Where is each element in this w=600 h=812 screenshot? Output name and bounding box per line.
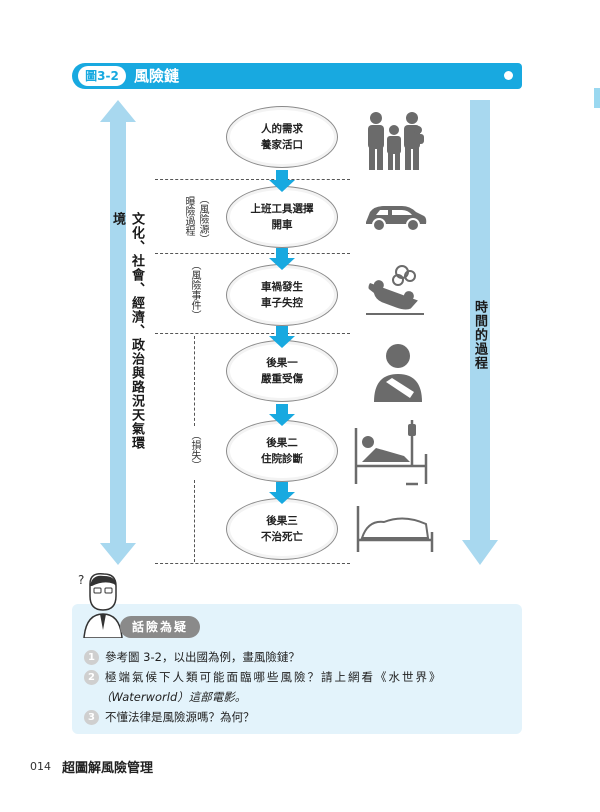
chain-node-3: 車禍發生 車子失控 [226, 264, 338, 326]
guide-line-4 [155, 563, 350, 564]
chain-node-4: 後果一 嚴重受傷 [226, 340, 338, 402]
node-line-2: 車子失控 [261, 297, 303, 309]
chain-node-2: 上班工具選擇 開車 [226, 186, 338, 248]
chain-arrow-3 [269, 326, 295, 348]
loss-label: （損失） [189, 430, 200, 470]
chain-arrow-2 [269, 248, 295, 270]
figure-header-bar [72, 63, 522, 89]
page-number: 014 [30, 760, 51, 773]
question-title-badge: 話險為疑 [120, 616, 200, 638]
node-line-1: 人的需求 [261, 123, 303, 135]
svg-text:?: ? [78, 573, 84, 587]
car-icon [362, 198, 428, 234]
question-text-2: 極端氣候下人類可能面臨哪些風險？請上網看《水世界》 [105, 670, 443, 684]
node-line-2: 住院診斷 [261, 453, 303, 465]
loss-bracket-line-bottom [194, 480, 195, 562]
guide-line-3 [155, 333, 350, 334]
chain-node-6: 後果三 不治死亡 [226, 498, 338, 560]
node-line-2: 開車 [271, 219, 293, 231]
figure-number-tag: 圖3-2 [78, 66, 126, 86]
node-line-1: 後果二 [266, 437, 298, 449]
node-line-1: 車禍發生 [261, 281, 303, 293]
node-line-2: 養家活口 [261, 139, 303, 151]
risk-source-label: （風險源） [197, 194, 208, 244]
question-2: 2 極端氣候下人類可能面臨哪些風險？請上網看《水世界》 [84, 669, 443, 685]
question-text-3: 不懂法律是風險源嗎？為何？ [105, 710, 255, 724]
node-line-2: 嚴重受傷 [261, 373, 303, 385]
node-line-1: 後果三 [266, 515, 298, 527]
chain-node-5: 後果二 住院診斷 [226, 420, 338, 482]
node-line-2: 不治死亡 [261, 531, 303, 543]
question-text-1: 參考圖 3-2，以出國為例，畫風險鏈？ [105, 650, 300, 664]
node-line-1: 後果一 [266, 357, 298, 369]
chain-arrow-4 [269, 404, 295, 426]
figure-title: 風險鏈 [134, 67, 180, 85]
question-number-1: 1 [84, 650, 99, 665]
header-dot [504, 71, 513, 80]
chain-arrow-1 [269, 170, 295, 192]
left-axis-label: 文化、社會、經濟、政治與路況天氣環境 [110, 212, 144, 450]
right-axis-label: 時間的過程 [472, 300, 487, 370]
car-crash-icon [362, 262, 428, 318]
time-process-arrow [462, 100, 498, 565]
chain-node-1: 人的需求 養家活口 [226, 106, 338, 168]
environment-double-arrow [100, 100, 136, 565]
node-line-1: 上班工具選擇 [250, 203, 314, 215]
guide-line-1 [155, 179, 350, 180]
page-edge-tab [594, 88, 600, 108]
question-3: 3 不懂法律是風險源嗎？為何？ [84, 709, 255, 725]
question-number-3: 3 [84, 710, 99, 725]
question-number-2: 2 [84, 670, 99, 685]
guide-line-2 [155, 253, 350, 254]
loss-bracket-line-top [194, 336, 195, 426]
question-1: 1 參考圖 3-2，以出國為例，畫風險鏈？ [84, 649, 300, 665]
risk-event-label: （風險事件） [189, 260, 200, 320]
hospital-bed-icon [352, 418, 438, 486]
chain-arrow-5 [269, 482, 295, 504]
covered-bed-icon [354, 504, 436, 554]
question-2-continued: （Waterworld）這部電影。 [100, 690, 247, 704]
thinking-man-icon: ? [78, 570, 124, 642]
book-title: 超圖解風險管理 [62, 761, 154, 776]
family-icon [362, 110, 428, 172]
injured-person-icon [370, 340, 426, 402]
exposure-process-label: 曝險過程 [183, 196, 194, 236]
